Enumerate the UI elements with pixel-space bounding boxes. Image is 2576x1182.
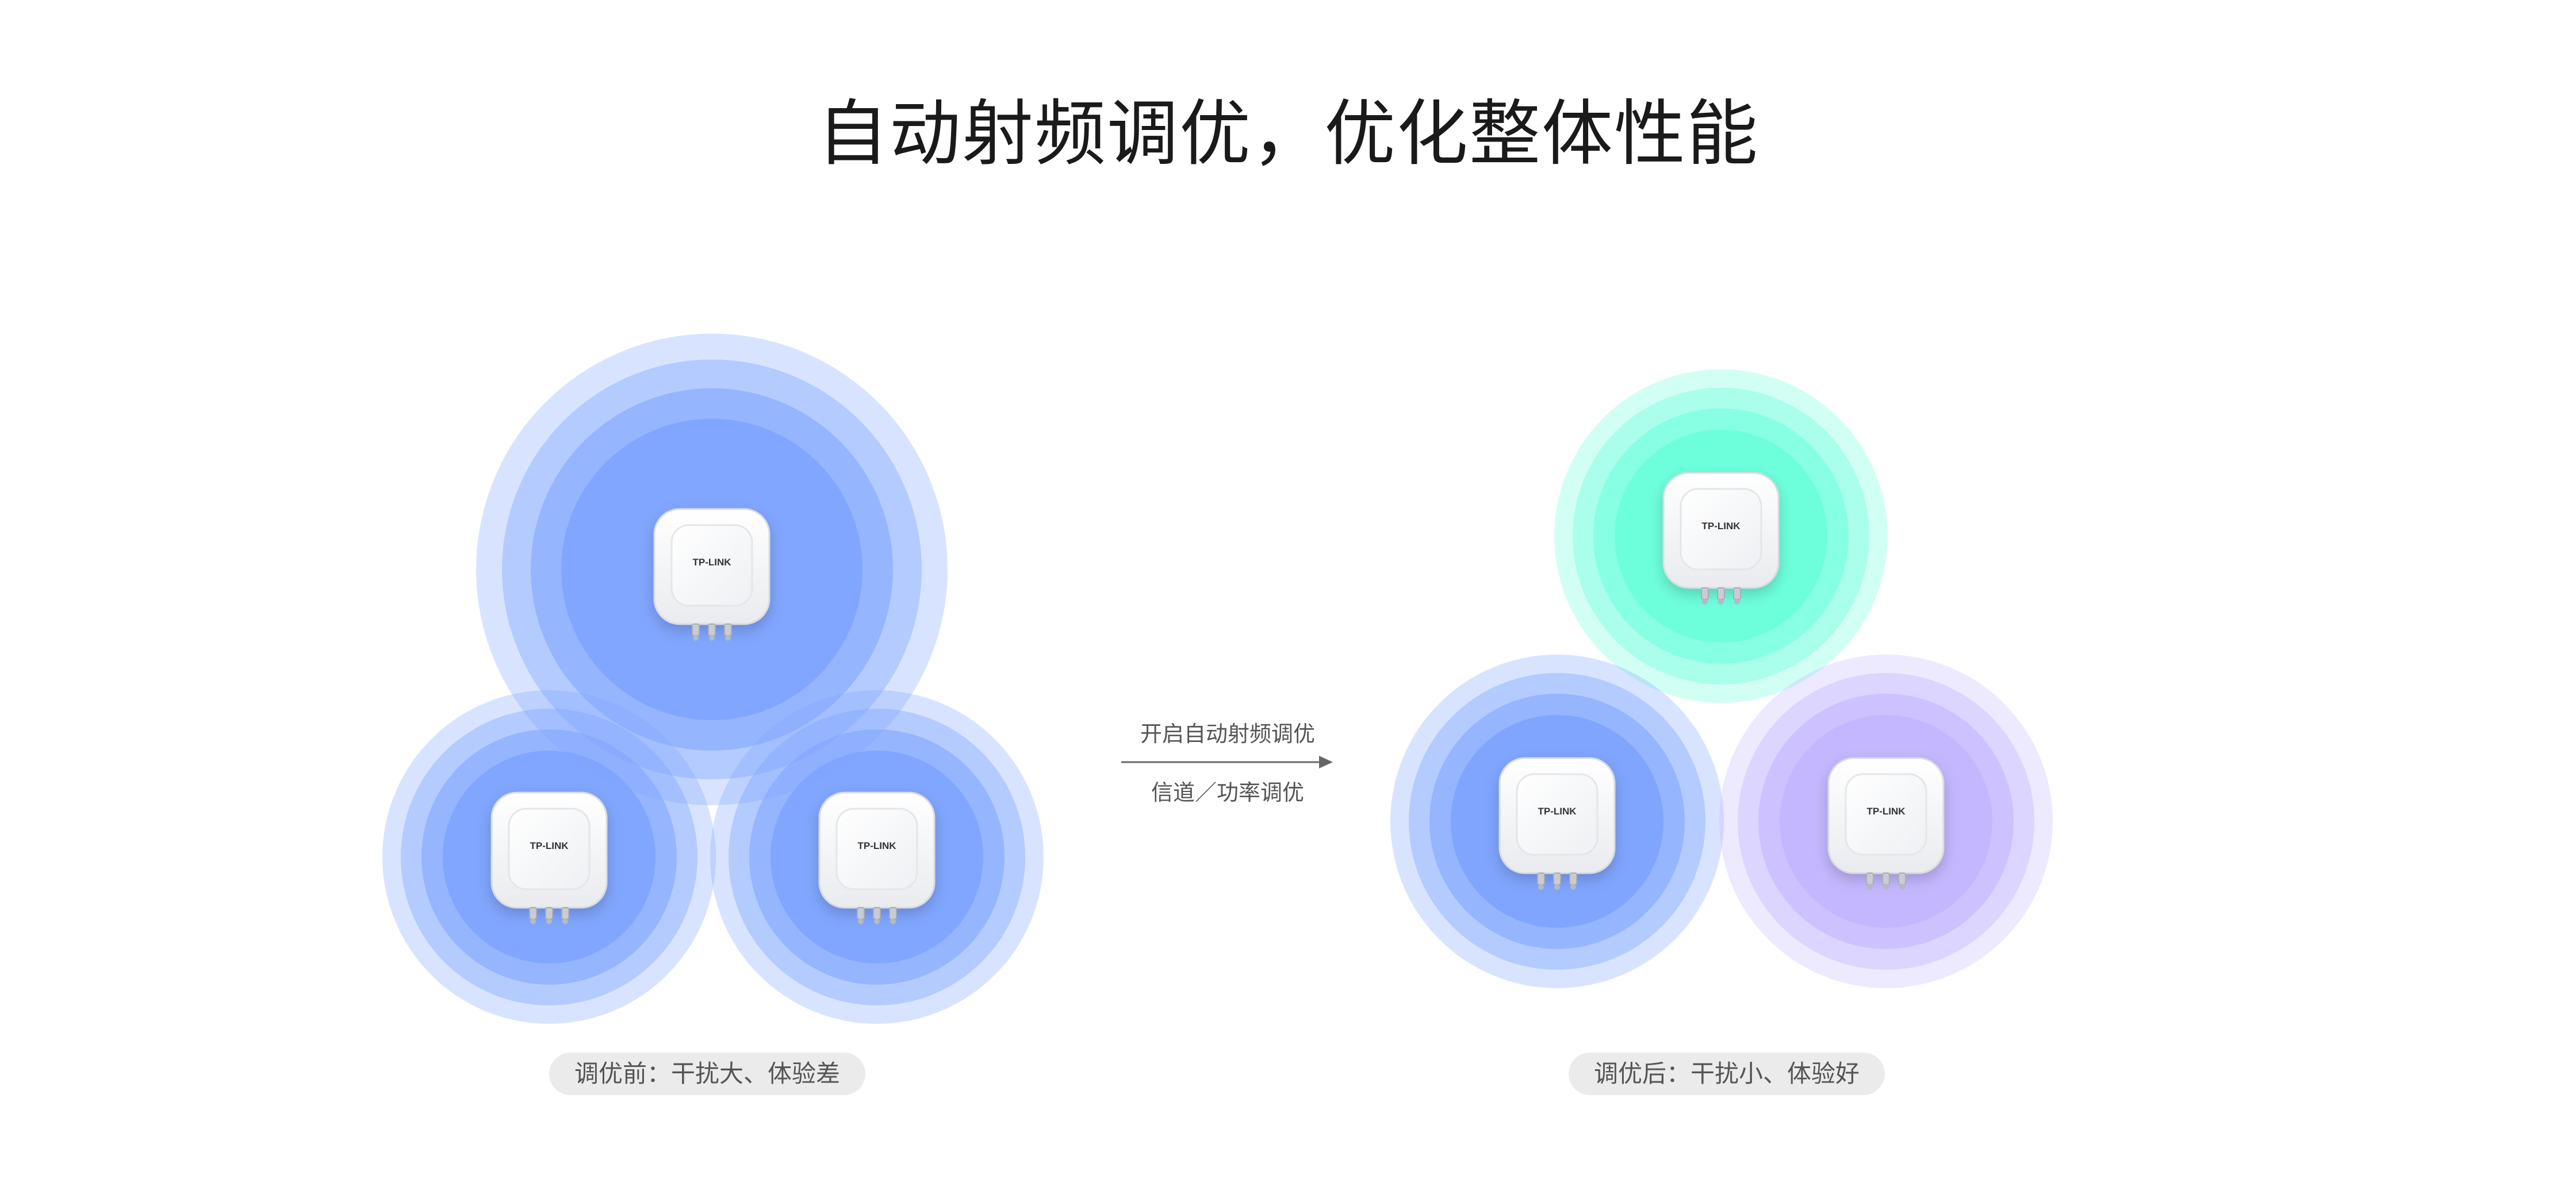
- ap-logo: TP-LINK: [1866, 806, 1906, 817]
- ap-logo: TP-LINK: [692, 557, 731, 568]
- arrow-label-bottom: 信道／功率调优: [1151, 780, 1304, 805]
- access-point-icon: TP-LINK: [492, 793, 607, 924]
- access-point-icon: TP-LINK: [1500, 758, 1615, 890]
- arrow-label-top: 开启自动射频调优: [1140, 721, 1315, 747]
- caption-after: 调优后：干扰小、体验好: [1569, 1053, 1885, 1095]
- ap-logo: TP-LINK: [530, 840, 569, 851]
- access-point-icon: TP-LINK: [1828, 758, 1943, 890]
- transition-arrow: [1121, 756, 1333, 768]
- access-point-icon: TP-LINK: [819, 793, 934, 924]
- page-title: 自动射频调优，优化整体性能: [816, 93, 1759, 175]
- access-point-icon: TP-LINK: [654, 509, 769, 641]
- caption-before: 调优前：干扰大、体验差: [549, 1053, 865, 1095]
- ap-logo: TP-LINK: [1538, 806, 1577, 817]
- ap-logo: TP-LINK: [857, 840, 896, 851]
- ap-logo: TP-LINK: [1701, 521, 1741, 531]
- access-point-icon: TP-LINK: [1663, 473, 1778, 605]
